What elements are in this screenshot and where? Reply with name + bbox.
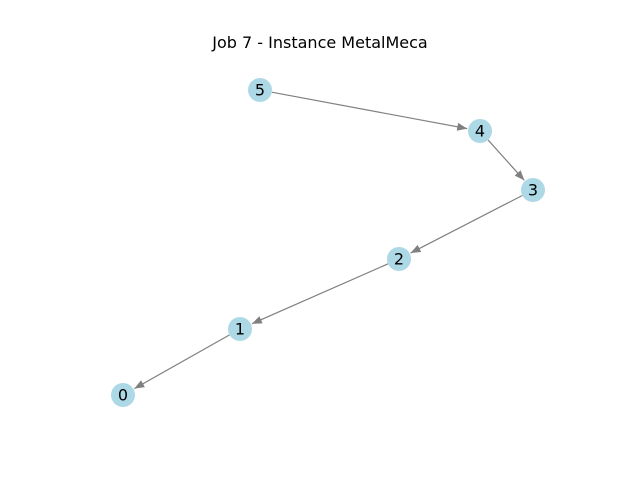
node-label-3: 3	[528, 181, 538, 200]
edge-3-to-2	[410, 194, 523, 254]
node-circle-3	[521, 178, 545, 202]
node-circle-2	[387, 247, 411, 271]
node-2: 2	[387, 247, 411, 271]
edge-1-to-0	[134, 334, 230, 390]
node-circle-1	[228, 317, 252, 341]
node-4: 4	[468, 119, 492, 143]
nodes-layer: 0 1 2 3 4 5	[111, 78, 545, 407]
node-5: 5	[248, 78, 272, 102]
node-circle-4	[468, 119, 492, 143]
node-label-2: 2	[394, 250, 404, 269]
node-1: 1	[228, 317, 252, 341]
node-label-4: 4	[475, 122, 485, 141]
node-label-5: 5	[255, 81, 265, 100]
edge-5-to-4	[271, 91, 468, 131]
node-label-1: 1	[235, 320, 245, 339]
edge-2-to-1	[251, 263, 389, 325]
edge-4-to-3	[487, 139, 525, 181]
node-label-0: 0	[118, 386, 128, 405]
figure-title: Job 7 - Instance MetalMeca	[212, 33, 428, 52]
node-circle-5	[248, 78, 272, 102]
node-circle-0	[111, 383, 135, 407]
edges-layer	[134, 91, 525, 390]
node-0: 0	[111, 383, 135, 407]
node-3: 3	[521, 178, 545, 202]
